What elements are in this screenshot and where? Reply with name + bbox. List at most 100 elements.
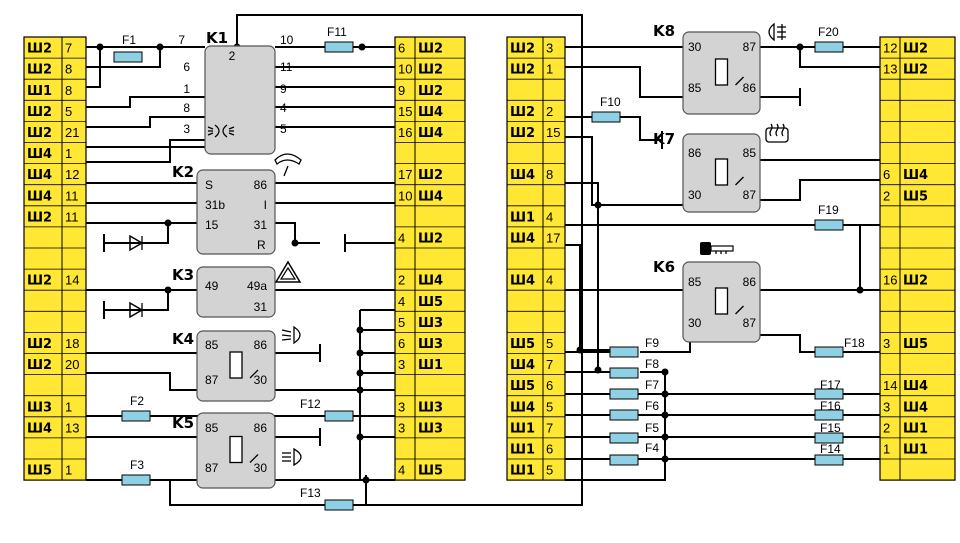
connector-label: Ш2	[510, 105, 535, 120]
fuse-f4: F4	[609, 441, 659, 466]
connector-label: Ш2	[903, 63, 928, 78]
relay-pin: 5	[280, 122, 287, 136]
connector-label: Ш3	[418, 316, 443, 331]
relay-pin: 85	[743, 146, 757, 160]
pin-number: 1	[65, 399, 72, 414]
pin-number: 6	[398, 336, 405, 351]
connector-label: Ш2	[510, 42, 535, 57]
ignition-key-icon	[700, 242, 734, 255]
relay-label: K7	[653, 130, 675, 148]
connector-label: Ш3	[418, 421, 443, 436]
pin-number: 12	[65, 167, 79, 182]
relay-pin: 49	[205, 279, 219, 293]
fuse-label: F16	[820, 399, 841, 413]
pin-number: 15	[546, 125, 560, 140]
pin-number: 9	[398, 83, 405, 98]
connector-label: Ш1	[418, 358, 443, 373]
relay-pin: 86	[254, 178, 268, 192]
relay-label: K4	[172, 330, 194, 348]
fuse-label: F5	[645, 421, 659, 435]
relay-pin: 31b	[205, 198, 225, 212]
connector-label: Ш4	[510, 358, 535, 373]
pin-number: 10	[398, 62, 412, 77]
connector-label: Ш1	[903, 442, 928, 457]
fuse-f18: F18	[814, 336, 865, 358]
pin-number: 16	[883, 273, 897, 288]
connector-label: Ш2	[418, 231, 443, 246]
relay-pin: 87	[205, 461, 219, 475]
pin-number: 7	[546, 420, 553, 435]
relay-pin: 30	[688, 188, 702, 202]
pin-number: 5	[546, 399, 553, 414]
connector-label: Ш4	[903, 168, 928, 183]
connector-label: Ш3	[418, 400, 443, 415]
pin-number: 17	[398, 167, 412, 182]
wiper-icon	[274, 153, 302, 177]
relay-pin: 1	[183, 82, 190, 96]
relay-pin: 86	[254, 338, 268, 352]
connector-label: Ш4	[27, 147, 52, 162]
connector-label: Ш2	[27, 126, 52, 141]
fuse-f5: F5	[609, 421, 659, 444]
fuse-label: F1	[122, 33, 136, 47]
connector-label: Ш2	[418, 168, 443, 183]
connector-label: Ш5	[510, 379, 535, 394]
relay-pin: 7	[178, 33, 185, 47]
relay-pin: I	[264, 198, 267, 212]
fuse-f11: F11	[324, 25, 354, 53]
connector-label: Ш5	[418, 464, 443, 479]
fuse-label: F6	[645, 399, 659, 413]
connector-label: Ш2	[903, 274, 928, 289]
relay-pin: 11	[280, 60, 293, 74]
connector-label: Ш2	[418, 42, 443, 57]
connector-label: Ш2	[418, 63, 443, 78]
fuse-label: F8	[645, 357, 659, 371]
relay-pin: 30	[688, 316, 702, 330]
relay-pin: 86	[688, 146, 702, 160]
pin-number: 3	[398, 420, 405, 435]
pin-number: 14	[883, 378, 897, 393]
pin-number: 8	[65, 62, 72, 77]
relay-pin: R	[257, 238, 266, 252]
connector-label: Ш2	[27, 42, 52, 57]
fuse-f7: F7	[609, 378, 659, 400]
connector-label: Ш3	[418, 337, 443, 352]
connector-label: Ш4	[510, 231, 535, 246]
connector-label: Ш2	[510, 63, 535, 78]
relay-pin: 8	[183, 101, 190, 115]
fuse-f2: F2	[121, 394, 151, 422]
relay-pin: 86	[743, 275, 757, 289]
fuse-f10: F10	[591, 95, 621, 123]
fuse-f6: F6	[609, 399, 659, 421]
pin-number: 6	[546, 441, 553, 456]
rear-defrost-icon	[765, 123, 789, 143]
low-beam-icon	[207, 124, 235, 138]
pin-number: 3	[398, 357, 405, 372]
pin-number: 4	[398, 463, 405, 478]
pin-number: 8	[65, 83, 72, 98]
pin-number: 7	[65, 41, 72, 56]
connector-label: Ш5	[418, 295, 443, 310]
pin-number: 18	[65, 336, 79, 351]
connector-label: Ш4	[903, 379, 928, 394]
pin-number: 5	[398, 315, 405, 330]
fuse-label: F7	[645, 378, 659, 392]
connector-label: Ш4	[510, 168, 535, 183]
relay-pin: 85	[688, 81, 702, 95]
connector-label: Ш5	[27, 464, 52, 479]
pin-number: 6	[398, 41, 405, 56]
pin-number: 8	[546, 167, 553, 182]
fuse-f8: F8	[609, 357, 659, 379]
connector-label: Ш4	[27, 168, 52, 183]
fuse-label: F3	[130, 458, 144, 472]
relay-label: K2	[172, 163, 194, 181]
relay-pin: S	[205, 178, 213, 192]
connector-label: Ш4	[418, 126, 443, 141]
connector-label: Ш4	[418, 189, 443, 204]
relay-pin: 87	[205, 373, 219, 387]
